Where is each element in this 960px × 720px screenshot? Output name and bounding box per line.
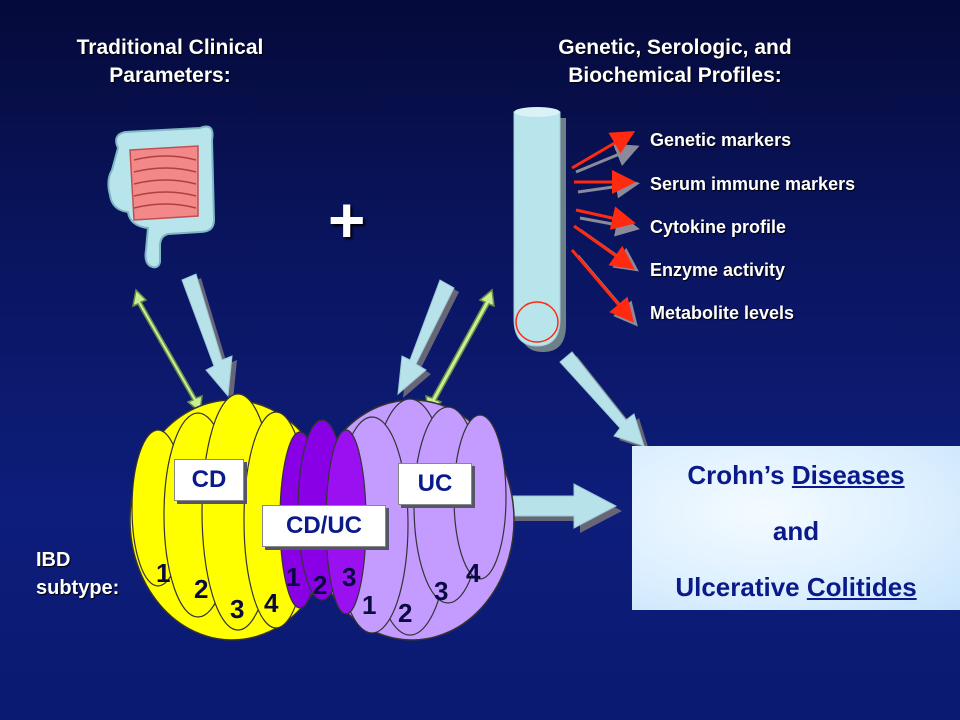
cduc-numbers: 1 2 3 <box>286 562 356 600</box>
cduc-number-3: 3 <box>342 562 356 592</box>
cd-number-2: 2 <box>194 574 208 604</box>
heading-line: Biochemical Profiles: <box>568 64 782 87</box>
cduc-number-2: 2 <box>313 570 327 600</box>
intestine-icon <box>107 125 216 269</box>
heading-line: Traditional Clinical <box>76 36 264 59</box>
block-arrows <box>181 273 649 533</box>
result-underlined: Diseases <box>791 460 905 490</box>
heading-line: Parameters: <box>109 64 231 87</box>
cd-label-box: CD <box>174 459 244 501</box>
ibd-label-line: IBD <box>36 549 71 571</box>
cduc-number-1: 1 <box>286 562 300 592</box>
result-box: Crohn’s Diseases and Ulcerative Colitide… <box>632 446 960 610</box>
result-line-3: Ulcerative Colitides <box>632 572 960 603</box>
result-line-1: Crohn’s Diseases <box>632 460 960 491</box>
heading-profiles: Genetic, Serologic, and Biochemical Prof… <box>500 34 850 90</box>
heading-line: Genetic, Serologic, and <box>558 36 792 59</box>
cd-number-3: 3 <box>230 594 244 624</box>
heading-traditional-clinical: Traditional Clinical Parameters: <box>30 34 310 90</box>
marker-arrows <box>570 130 640 327</box>
uc-label-box: UC <box>398 463 472 505</box>
cd-number-1: 1 <box>156 558 170 588</box>
cd-number-4: 4 <box>264 588 279 618</box>
result-underlined: Colitides <box>806 572 917 602</box>
ibd-label-line: subtype: <box>36 577 120 599</box>
marker-enzyme: Enzyme activity <box>650 260 786 280</box>
cduc-label-box: CD/UC <box>262 505 386 547</box>
marker-serum-immune: Serum immune markers <box>650 174 856 194</box>
result-prefix: Crohn’s <box>687 460 792 490</box>
marker-metabolite: Metabolite levels <box>650 303 795 323</box>
plus-sign: + <box>328 184 366 256</box>
marker-cytokine: Cytokine profile <box>650 217 787 237</box>
cd-numbers: 1 2 3 4 <box>156 558 279 624</box>
uc-number-4: 4 <box>466 558 481 588</box>
uc-number-1: 1 <box>362 590 376 620</box>
marker-genetic: Genetic markers <box>650 130 792 150</box>
ibd-subtype-label: IBD subtype: <box>36 546 119 602</box>
uc-number-2: 2 <box>398 598 412 628</box>
uc-number-3: 3 <box>434 576 448 606</box>
uc-numbers: 1 2 3 4 <box>362 558 481 628</box>
result-prefix: Ulcerative <box>675 572 807 602</box>
result-line-2: and <box>772 516 820 546</box>
test-tube-icon <box>513 107 566 352</box>
